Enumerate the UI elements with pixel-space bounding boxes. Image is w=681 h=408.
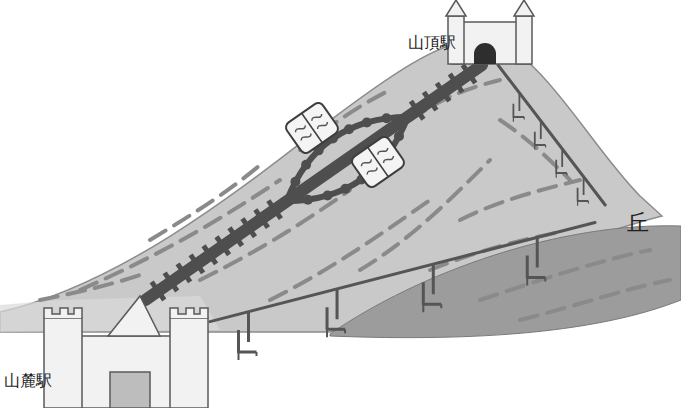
track-tie xyxy=(216,237,229,255)
chairlift-chair xyxy=(527,237,545,285)
chair-frame xyxy=(578,177,589,201)
chairlift-chair xyxy=(535,121,546,150)
loop-tie xyxy=(290,177,300,187)
loop-tie xyxy=(340,184,350,194)
loop-tie xyxy=(381,113,391,123)
car-body xyxy=(350,135,407,190)
chairlift-chair xyxy=(239,312,257,360)
loop-tie xyxy=(362,117,372,127)
chair-seat xyxy=(513,117,524,122)
chairlift-cable xyxy=(498,65,605,205)
car-window-marks xyxy=(294,112,328,141)
summit-station-building xyxy=(446,0,534,64)
track-tie xyxy=(152,282,165,300)
chair-frame xyxy=(535,121,546,145)
chair-frame xyxy=(556,149,567,173)
hill-stroke xyxy=(40,275,140,300)
chair-frame xyxy=(513,93,524,117)
loop-tie xyxy=(303,195,313,205)
chair-frame xyxy=(423,264,441,304)
station-tower xyxy=(516,16,532,64)
station-door xyxy=(110,372,150,408)
funicular-car xyxy=(284,101,341,156)
track-tie xyxy=(191,255,204,273)
chairlift-chair xyxy=(423,264,441,312)
chairlift-chair xyxy=(578,177,589,206)
track-tie xyxy=(437,83,450,101)
funicular-ties xyxy=(152,65,476,300)
track-tie xyxy=(229,228,242,246)
loop-tie xyxy=(301,160,311,170)
chair-seat xyxy=(527,277,545,285)
chair-frame xyxy=(527,237,545,277)
chair-seat xyxy=(556,173,567,178)
station-label: 山麓駅 xyxy=(4,372,52,390)
track-tie xyxy=(463,65,476,83)
station-node: 山麓駅 xyxy=(40,300,210,408)
chair-seat xyxy=(578,201,589,206)
chair-seat xyxy=(535,145,546,150)
chairlift-chairs xyxy=(239,93,589,360)
hill-lower-slope xyxy=(330,226,681,338)
track-tie xyxy=(204,246,217,264)
track-tie xyxy=(242,219,255,237)
chairlift-chair xyxy=(327,289,345,337)
funicular-car xyxy=(350,135,407,190)
chair-frame xyxy=(327,289,345,329)
track-tie xyxy=(424,92,437,110)
chair-seat xyxy=(239,352,257,360)
station-roof xyxy=(108,296,160,336)
station-node: 丘 xyxy=(595,205,655,240)
station-tunnel xyxy=(474,43,496,64)
station-label: 山頂駅 xyxy=(408,34,456,52)
chairlift-chair xyxy=(513,93,524,122)
track-tie xyxy=(411,101,424,119)
hill-stroke xyxy=(520,280,670,320)
hill-stroke xyxy=(480,250,650,300)
loop-tie xyxy=(394,131,404,141)
car-window-marks xyxy=(360,146,394,175)
base-station-building xyxy=(44,296,208,408)
chair-seat xyxy=(423,304,441,312)
chair-frame xyxy=(239,312,257,352)
track-tie xyxy=(268,201,281,219)
loop-tie xyxy=(323,191,333,201)
station-tower-roof xyxy=(446,0,534,16)
station-tower xyxy=(44,318,82,408)
car-body xyxy=(284,101,341,156)
station-node: 山頂駅 xyxy=(450,0,530,65)
hill-stroke xyxy=(460,180,580,220)
station-label: 丘 xyxy=(627,211,649,235)
hill-stroke xyxy=(500,120,570,180)
chairlift-cable xyxy=(210,223,595,322)
station-tower xyxy=(170,318,208,408)
track-tie xyxy=(165,273,178,291)
track-tie xyxy=(450,74,463,92)
loop-tie xyxy=(344,124,354,134)
track-tie xyxy=(255,210,268,228)
track-tie xyxy=(178,264,191,282)
chair-seat xyxy=(327,329,345,337)
chairlift-chair xyxy=(556,149,567,178)
